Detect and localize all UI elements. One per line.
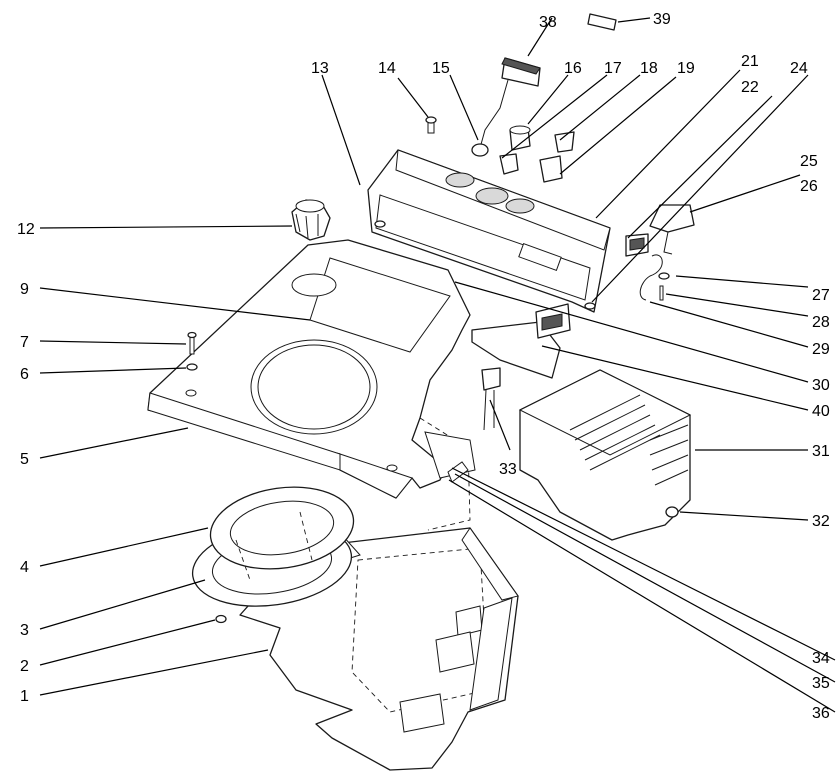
callout-12: 12 — [17, 221, 35, 238]
callout-5: 5 — [20, 451, 29, 468]
callout-40: 40 — [812, 403, 830, 420]
control-cables — [447, 461, 836, 713]
callout-34: 34 — [812, 650, 830, 667]
cover-vents — [569, 394, 689, 486]
callout-9: 9 — [20, 281, 29, 298]
callout-19: 19 — [677, 60, 695, 77]
callout-31: 31 — [812, 443, 830, 460]
callout-2: 2 — [20, 658, 29, 675]
leader-lines — [39, 17, 809, 696]
callout-22: 22 — [741, 79, 759, 96]
callout-29: 29 — [812, 341, 830, 358]
mounting-ring — [209, 486, 355, 581]
bracket-and-connector — [471, 303, 571, 431]
callout-16: 16 — [564, 60, 582, 77]
callout-1: 1 — [20, 688, 29, 705]
callout-18: 18 — [640, 60, 658, 77]
callout-14: 14 — [378, 60, 396, 77]
callout-26: 26 — [800, 178, 818, 195]
callout-25: 25 — [800, 153, 818, 170]
callout-21: 21 — [741, 53, 759, 70]
callout-17: 17 — [604, 60, 622, 77]
callout-24: 24 — [790, 60, 808, 77]
callout-13: 13 — [311, 60, 329, 77]
callout-30: 30 — [812, 377, 830, 394]
switch-and-plug — [625, 204, 695, 301]
callout-4: 4 — [20, 559, 29, 576]
callout-6: 6 — [20, 366, 29, 383]
fuel-cap — [291, 199, 331, 241]
callout-36: 36 — [812, 705, 830, 722]
callout-28: 28 — [812, 314, 830, 331]
callout-35: 35 — [812, 675, 830, 692]
nut — [215, 614, 227, 624]
bolt-and-washer — [186, 331, 198, 371]
callout-38: 38 — [539, 14, 557, 31]
callout-3: 3 — [20, 622, 29, 639]
callout-33: 33 — [499, 461, 517, 478]
callout-7: 7 — [20, 334, 29, 351]
callout-15: 15 — [432, 60, 450, 77]
callout-39: 39 — [653, 11, 671, 28]
engine-cover — [518, 369, 692, 541]
callout-labels: 1 2 3 4 5 6 7 9 12 13 14 15 16 17 18 19 … — [17, 11, 830, 722]
control-panel — [367, 149, 611, 313]
key-connector — [479, 57, 541, 149]
main-console — [147, 239, 476, 531]
callout-32: 32 — [812, 513, 830, 530]
key — [587, 13, 617, 31]
callout-27: 27 — [812, 287, 830, 304]
